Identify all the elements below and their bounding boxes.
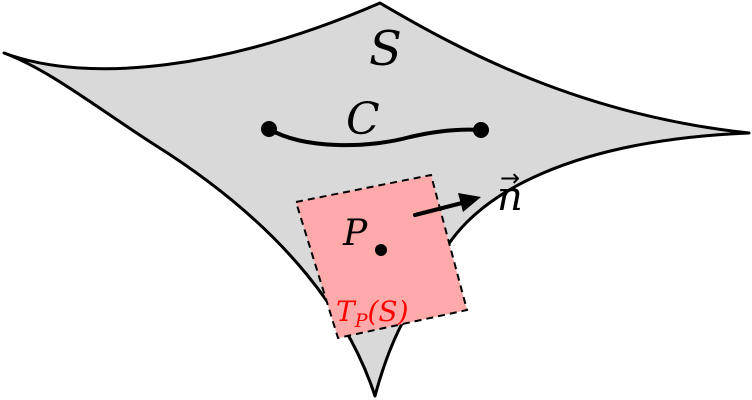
curve-c (267, 127, 483, 148)
normal-arrow-head (458, 193, 481, 212)
normal-vector-marker: → (500, 164, 520, 192)
tangent-plane (294, 173, 469, 340)
point-label: P (342, 213, 368, 254)
normal-label: n (497, 174, 523, 220)
surface-label: S (369, 21, 402, 77)
curve-endpoint-left (261, 121, 277, 137)
curve-endpoint-right (473, 122, 489, 138)
tangent-plane-label: TP(S) (336, 295, 409, 332)
tangent-plane-label-argument: (S) (367, 295, 408, 328)
tangent-plane-label-subscript: P (354, 310, 369, 332)
tangent-plane-label-main: T (336, 295, 357, 328)
curve-label: C (346, 94, 380, 145)
point-p (375, 244, 387, 256)
normal-arrow-shaft (413, 201, 464, 217)
